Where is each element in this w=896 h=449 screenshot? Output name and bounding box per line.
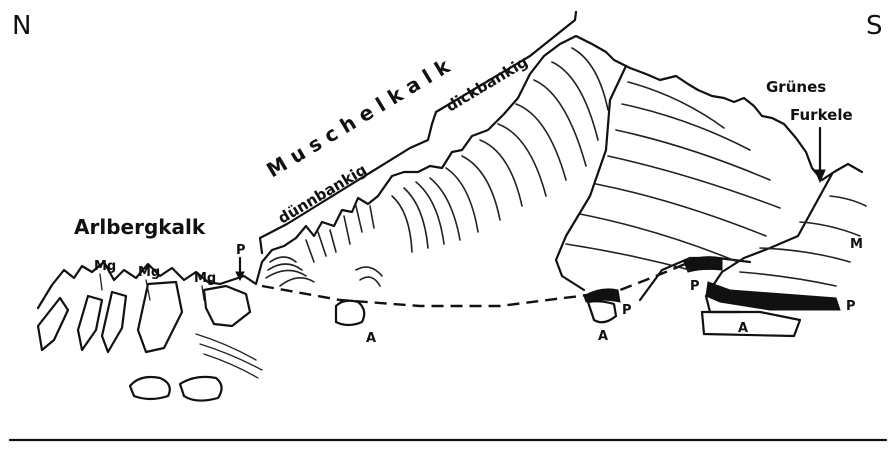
north-label: N bbox=[12, 11, 31, 41]
thrust-line bbox=[262, 262, 690, 306]
lower-streak-3 bbox=[204, 354, 258, 378]
arlberg-body-5 bbox=[102, 292, 126, 352]
furkele-label: Furkele bbox=[790, 106, 853, 124]
south-label: S bbox=[866, 11, 883, 41]
dickbankig-label: dickbankig bbox=[443, 53, 531, 116]
duennbankig-bracket bbox=[260, 124, 432, 253]
mg-tick-1 bbox=[100, 274, 102, 290]
a-block-3 bbox=[702, 312, 800, 336]
mg-label-3: Mg bbox=[194, 271, 216, 286]
arlberg-body-1 bbox=[204, 286, 250, 326]
p-label-3: P bbox=[690, 279, 700, 294]
m-label: M bbox=[850, 237, 863, 252]
a-block-2 bbox=[588, 301, 616, 322]
p-label-2: P bbox=[622, 303, 632, 318]
arlberg-body-3 bbox=[38, 298, 68, 350]
p-band-3 bbox=[706, 282, 840, 310]
arlbergkalk-label: Arlbergkalk bbox=[74, 215, 206, 239]
p-band-1 bbox=[584, 289, 620, 302]
p-label-4: P bbox=[846, 299, 856, 314]
a-label-2: A bbox=[598, 329, 608, 344]
a-label-1: A bbox=[366, 331, 376, 346]
lower-lens-2 bbox=[180, 377, 222, 401]
arlberg-body-2 bbox=[138, 282, 182, 352]
fault-line-1 bbox=[556, 66, 626, 290]
lower-streak-1 bbox=[196, 334, 256, 360]
mg-label-2: Mg bbox=[138, 265, 160, 280]
dickbankig-label-group: dickbankig bbox=[443, 53, 531, 116]
lower-lens-1 bbox=[130, 377, 170, 399]
arlberg-body-4 bbox=[78, 296, 102, 350]
a-block-1 bbox=[336, 301, 364, 325]
mg-label-1: Mg bbox=[94, 259, 116, 274]
a-label-3: A bbox=[738, 321, 748, 336]
p-label-1: P bbox=[236, 243, 246, 258]
gruenes-label: Grünes bbox=[766, 78, 826, 96]
